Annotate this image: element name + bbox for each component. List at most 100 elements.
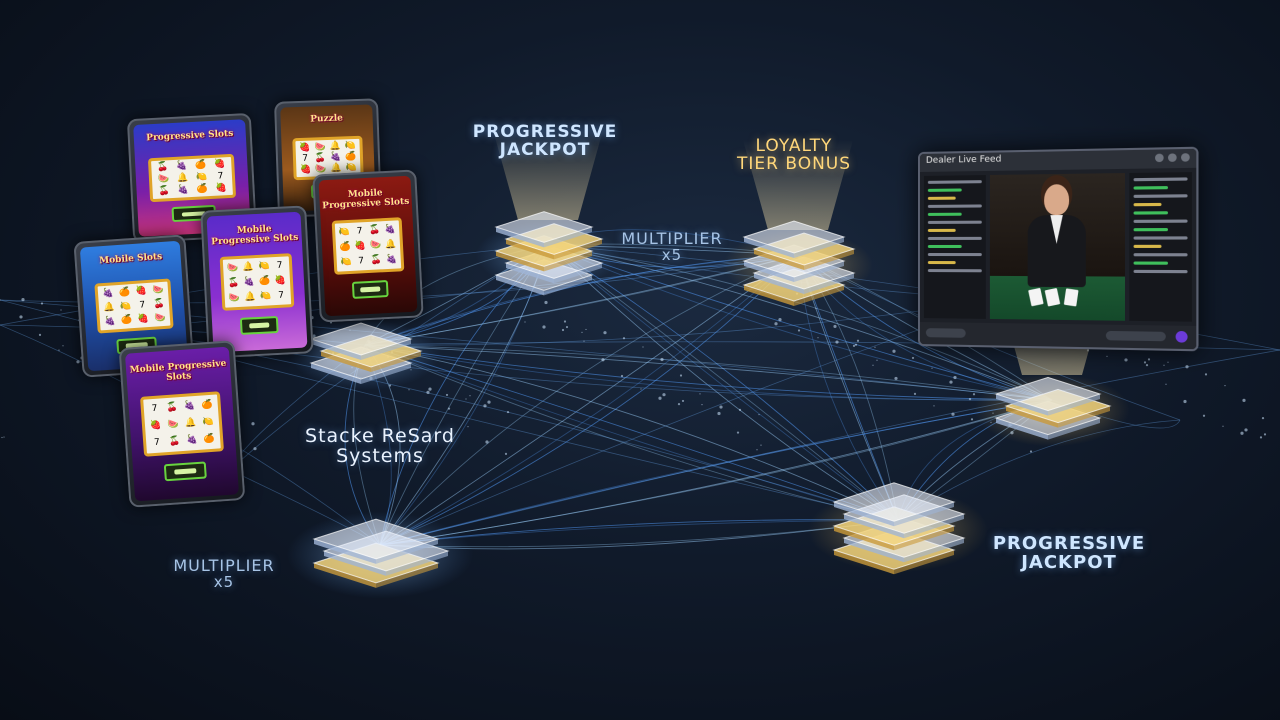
particle bbox=[622, 337, 626, 340]
phone-mobile-progressive-slots[interactable]: Mobile Progressive Slots 🍉🔔🍋7🍒🍇🍊🍓🍉🔔🍋7 bbox=[200, 205, 314, 359]
connection-line bbox=[379, 254, 799, 546]
fruit-symbol-icon: 🍋 bbox=[195, 172, 208, 183]
particle bbox=[679, 374, 683, 377]
fruit-symbol-icon: 🔔 bbox=[329, 141, 342, 153]
chat-input[interactable] bbox=[925, 328, 966, 338]
phone-mobile-progressive-slots[interactable]: Mobile Progressive Slots 7🍒🍇🍊🍓🍉🔔🍋7🍒🍇🍊 bbox=[118, 340, 246, 508]
particle bbox=[1165, 383, 1167, 385]
particle bbox=[1242, 398, 1246, 403]
particle bbox=[60, 309, 62, 311]
particle bbox=[504, 452, 508, 455]
fruit-symbol-icon: 🍓 bbox=[214, 159, 226, 170]
chat-input[interactable] bbox=[1105, 330, 1166, 342]
particle bbox=[565, 325, 569, 329]
fruit-symbol-icon: 🍊 bbox=[120, 314, 133, 326]
fruit-symbol-icon: 🍉 bbox=[369, 240, 382, 251]
particle bbox=[469, 395, 471, 397]
particle bbox=[856, 339, 860, 342]
phone-mobile-progressive-slots[interactable]: Mobile Progressive Slots 🍋7🍒🍇🍊🍓🍉🔔🍋7🍒🍇 bbox=[312, 169, 424, 323]
particle bbox=[1163, 364, 1165, 366]
connection-line bbox=[364, 344, 1053, 401]
particle bbox=[874, 346, 876, 348]
particle bbox=[428, 387, 432, 391]
particle bbox=[658, 396, 662, 400]
tile-side bbox=[834, 526, 894, 551]
slot-reels: 🍉🔔🍋7🍒🍇🍊🍓🍉🔔🍋7 bbox=[219, 252, 295, 312]
fruit-symbol-icon: 🍒 bbox=[158, 186, 170, 197]
fruit-symbol-icon: 🍋 bbox=[338, 226, 351, 238]
particle bbox=[465, 398, 467, 400]
particle bbox=[585, 328, 587, 331]
particle bbox=[467, 426, 469, 428]
particle bbox=[601, 358, 605, 362]
particle bbox=[892, 349, 896, 353]
phone-title: Mobile Progressive Slots bbox=[211, 224, 299, 248]
tile-side bbox=[311, 363, 361, 384]
tile-side bbox=[744, 237, 794, 258]
connection-line bbox=[364, 344, 1053, 401]
tile-side bbox=[314, 563, 376, 588]
particle bbox=[620, 374, 624, 378]
tile-side bbox=[554, 239, 602, 260]
fruit-symbol-icon: 7 bbox=[358, 256, 365, 267]
tile-side bbox=[321, 351, 371, 372]
reward-layer-tile bbox=[309, 322, 413, 356]
particle bbox=[1244, 428, 1248, 432]
particle bbox=[717, 411, 721, 416]
fruit-symbol-icon: 🍇 bbox=[185, 434, 198, 446]
particle bbox=[852, 344, 856, 347]
fruit-symbol-icon: 🍋 bbox=[202, 416, 215, 428]
fruit-symbol-icon: 🍒 bbox=[166, 402, 179, 414]
fruit-symbol-icon: 🍊 bbox=[195, 160, 207, 171]
tile-side bbox=[371, 351, 421, 372]
connection-line bbox=[379, 399, 1053, 546]
particle bbox=[640, 388, 642, 390]
tile-side bbox=[496, 251, 544, 272]
particle bbox=[758, 413, 760, 416]
chat-list-left[interactable] bbox=[923, 175, 986, 319]
fruit-symbol-icon: 7 bbox=[139, 300, 146, 311]
particle bbox=[719, 405, 723, 409]
minimize-icon[interactable] bbox=[1155, 153, 1164, 163]
panel-title-bar: Dealer Live Feed bbox=[919, 148, 1197, 172]
fruit-symbol-icon: 🍊 bbox=[258, 276, 271, 287]
spin-button[interactable] bbox=[240, 316, 279, 335]
maximize-icon[interactable] bbox=[1167, 153, 1177, 162]
particle bbox=[62, 345, 64, 347]
fruit-symbol-icon: 🍓 bbox=[137, 313, 150, 325]
tile-side bbox=[1006, 406, 1058, 428]
close-icon[interactable] bbox=[1181, 153, 1190, 162]
connection-line bbox=[364, 344, 899, 521]
light-beam bbox=[493, 130, 603, 220]
phone-title: Mobile Progressive Slots bbox=[129, 358, 227, 383]
fruit-symbol-icon: 🍒 bbox=[314, 153, 327, 164]
label-stacked-reward-systems: Stacke ReSard Systems bbox=[305, 425, 455, 467]
chat-list-right[interactable] bbox=[1129, 172, 1192, 322]
connection-line bbox=[379, 254, 799, 546]
particle bbox=[736, 431, 740, 434]
fruit-symbol-icon: 🍓 bbox=[215, 183, 227, 194]
spin-button[interactable] bbox=[163, 461, 207, 482]
send-icon[interactable] bbox=[1175, 330, 1188, 343]
tile-side bbox=[1048, 394, 1100, 416]
particle bbox=[833, 324, 837, 329]
particle bbox=[972, 393, 976, 396]
particle bbox=[1167, 361, 1169, 363]
particle bbox=[1224, 384, 1226, 387]
phone-title: Puzzle bbox=[310, 113, 344, 125]
spin-button[interactable] bbox=[351, 280, 390, 299]
reward-layer-tile bbox=[312, 518, 440, 560]
particle bbox=[931, 367, 933, 369]
connection-line bbox=[379, 254, 799, 546]
phone-title: Progressive Slots bbox=[146, 128, 234, 144]
tile-side bbox=[844, 538, 904, 563]
tile-side bbox=[361, 363, 411, 384]
connection-line bbox=[364, 344, 1053, 401]
particle bbox=[738, 408, 742, 411]
connection-line bbox=[379, 254, 799, 546]
live-dealer-panel[interactable]: Dealer Live Feed bbox=[918, 146, 1199, 352]
fruit-symbol-icon: 🍇 bbox=[177, 185, 189, 196]
particle bbox=[1240, 431, 1244, 435]
fruit-symbol-icon: 🍓 bbox=[149, 420, 162, 432]
fruit-symbol-icon: 7 bbox=[276, 260, 283, 271]
